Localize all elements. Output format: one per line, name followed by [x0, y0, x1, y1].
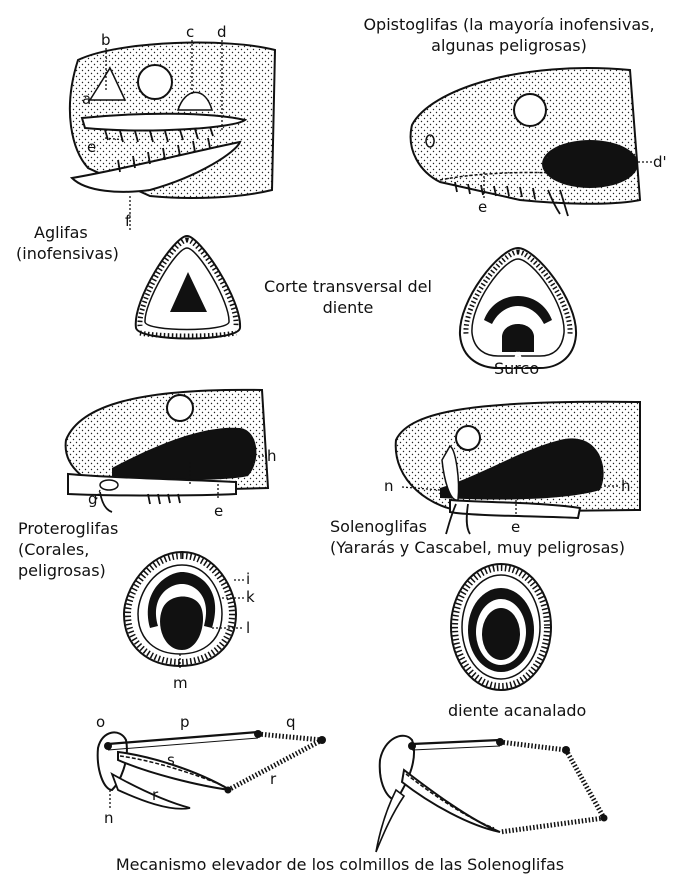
- label-d-prime: d': [653, 153, 667, 171]
- solenoglifa-eye: [456, 426, 480, 450]
- caption-aglifas-line2: (inofensivas): [16, 243, 119, 264]
- label-h-proteroglifa: h: [267, 447, 277, 465]
- caption-proteroglifas: Proteroglifas (Corales, peligrosas): [18, 518, 118, 581]
- label-n-mechanism: n: [104, 809, 114, 827]
- label-e-aglifa: e: [87, 138, 96, 156]
- caption-corte-line2: diente: [248, 297, 448, 318]
- caption-proteroglifas-line2: (Corales,: [18, 539, 118, 560]
- caption-proteroglifas-line3: peligrosas): [18, 560, 118, 581]
- proteroglifa-eye: [167, 395, 193, 421]
- caption-surco: Surco: [494, 358, 539, 379]
- caption-solenoglifas-line1: Solenoglifas: [330, 516, 625, 537]
- label-i: i: [246, 570, 250, 588]
- opistoglifa-venom-gland: [542, 140, 638, 188]
- caption-aglifas-line1: Aglifas: [16, 222, 119, 243]
- caption-proteroglifas-line1: Proteroglifas: [18, 518, 118, 539]
- label-r-upper: r: [270, 770, 277, 788]
- caption-aglifas: Aglifas (inofensivas): [16, 222, 119, 264]
- label-q: q: [286, 713, 296, 731]
- opistoglifa-tooth-section: [460, 248, 576, 368]
- proteroglifa-head: h e g: [66, 390, 277, 520]
- fang-mechanism-closed: o p q s r r n: [96, 713, 326, 827]
- label-d: d: [217, 23, 227, 41]
- label-g: g: [88, 490, 98, 508]
- caption-diente-acanalado: diente acanalado: [448, 700, 586, 721]
- caption-corte-line1: Corte transversal del: [248, 276, 448, 297]
- label-n-solenoglifa: n: [384, 477, 394, 495]
- label-e-opistoglifa: e: [478, 198, 487, 216]
- opistoglifa-head: e d': [411, 68, 667, 216]
- label-h-solenoglifa: h: [621, 477, 631, 495]
- caption-mecanismo: Mecanismo elevador de los colmillos de l…: [60, 854, 620, 875]
- label-o: o: [96, 713, 105, 731]
- proteroglifa-tooth-section: i k l m: [124, 552, 255, 692]
- aglifa-eye: [138, 65, 172, 99]
- label-c: c: [186, 23, 194, 41]
- label-e-proteroglifa: e: [214, 502, 223, 520]
- label-f: f: [125, 212, 131, 230]
- caption-opistoglifas-line1: Opistoglifas (la mayoría inofensivas,: [352, 14, 666, 35]
- label-s: s: [167, 751, 175, 769]
- aglifa-head: b c d a e f: [70, 23, 275, 232]
- caption-solenoglifas: Solenoglifas (Yararás y Cascabel, muy pe…: [330, 516, 625, 558]
- label-m: m: [173, 674, 188, 692]
- label-p: p: [180, 713, 190, 731]
- label-r-lower: r: [152, 786, 159, 804]
- aglifa-tooth-section: [136, 236, 240, 339]
- caption-corte-transversal: Corte transversal del diente: [248, 276, 448, 318]
- label-b: b: [101, 31, 111, 49]
- solenoglifa-tooth-section: [451, 564, 551, 690]
- opistoglifa-eye: [514, 94, 546, 126]
- label-k: k: [246, 588, 255, 606]
- label-l: l: [246, 619, 250, 637]
- caption-opistoglifas: Opistoglifas (la mayoría inofensivas, al…: [352, 14, 666, 56]
- fang-mechanism-open: [376, 736, 608, 852]
- label-a: a: [82, 90, 91, 108]
- caption-solenoglifas-line2: (Yararás y Cascabel, muy peligrosas): [330, 537, 625, 558]
- caption-opistoglifas-line2: algunas peligrosas): [352, 35, 666, 56]
